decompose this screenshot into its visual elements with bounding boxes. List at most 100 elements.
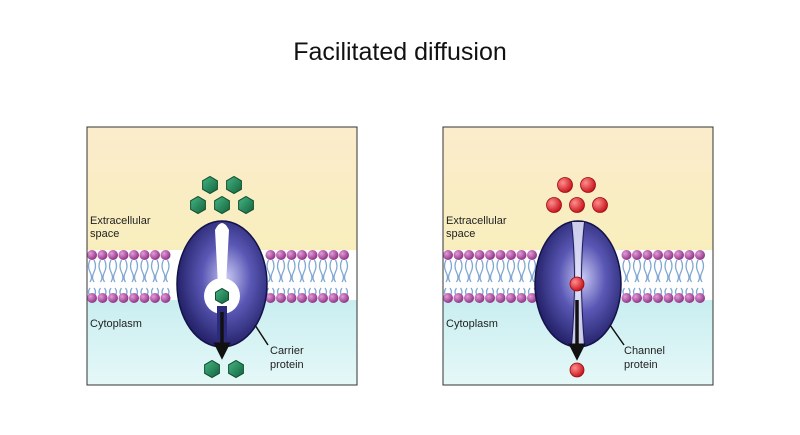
lipid-tail: [668, 259, 673, 283]
lipid-tail: [333, 259, 338, 283]
sphere-molecules-outside: [546, 177, 608, 213]
lipid-head: [516, 293, 527, 303]
lipid-head: [527, 250, 537, 260]
lipid-head: [516, 250, 527, 260]
lipid-head: [674, 293, 684, 303]
lipid-tail: [674, 259, 680, 283]
lipid-tail: [133, 259, 139, 283]
lipid-tail: [664, 259, 669, 283]
lipid-tail: [527, 259, 533, 283]
lipid-head: [653, 293, 663, 303]
lipid-tail: [161, 259, 166, 283]
lipid-head: [474, 293, 485, 303]
lipid-tail: [312, 259, 317, 283]
lipid-tail: [129, 259, 135, 283]
lipid-tail: [464, 259, 470, 283]
lipid-head: [160, 250, 171, 260]
lipid-tail: [119, 259, 124, 283]
hexagon-molecule: [214, 195, 230, 215]
lipid-tail: [102, 259, 107, 283]
hexagon-molecule: [202, 175, 218, 195]
carrier-protein-label-line2: protein: [270, 359, 304, 371]
lipid-tail: [479, 259, 484, 283]
lipid-tail: [521, 259, 526, 283]
sphere-molecule: [557, 177, 573, 193]
lipid-head: [139, 250, 150, 260]
hexagon-molecule: [215, 287, 229, 305]
sphere-molecule: [569, 276, 585, 292]
lipid-head: [642, 250, 653, 260]
lipid-head: [506, 293, 516, 303]
lipid-tail: [291, 259, 296, 283]
carrier-protein-label-line1: Carrier: [270, 345, 304, 357]
lipid-tail: [647, 259, 652, 283]
lipid-tail: [154, 259, 160, 283]
sphere-molecule-in-channel: [569, 276, 585, 292]
lipid-head: [160, 293, 171, 303]
lipid-head: [684, 250, 695, 260]
lipid-tail: [339, 259, 345, 283]
lipid-head: [464, 250, 474, 260]
lipid-tail: [622, 259, 627, 283]
lipid-tail: [496, 259, 501, 283]
lipid-tail: [695, 259, 701, 283]
lipid-tail: [98, 259, 103, 283]
lipid-head: [129, 293, 139, 303]
lipid-head: [129, 250, 139, 260]
lipid-head: [485, 250, 495, 260]
lipid-head: [653, 250, 663, 260]
lipid-tail: [297, 259, 303, 283]
lipid-bilayer: [87, 250, 349, 303]
lipid-tail: [454, 259, 459, 283]
label-pointer-line: [254, 324, 269, 346]
lipid-head: [695, 250, 705, 260]
lipid-tail: [458, 259, 463, 283]
lipid-head: [307, 293, 318, 303]
lipid-tail: [485, 259, 491, 283]
lipid-head: [642, 293, 653, 303]
sphere-molecule: [569, 362, 585, 378]
lipid-head: [684, 293, 695, 303]
lipid-head: [339, 293, 349, 303]
lipid-head: [443, 250, 453, 260]
lipid-head: [485, 293, 495, 303]
channel-panel: [442, 126, 714, 386]
hexagon-molecules-inside: [204, 359, 244, 379]
lipid-head: [318, 293, 328, 303]
hexagon-molecule: [226, 175, 242, 195]
hexagon-molecule-bound: [215, 287, 229, 305]
lipid-tail: [447, 259, 453, 283]
lipid-bilayer: [443, 250, 705, 303]
lipid-head: [695, 293, 705, 303]
lipid-tail: [165, 259, 170, 283]
lipid-tail: [108, 259, 114, 283]
lipid-head: [307, 250, 318, 260]
lipid-head: [495, 293, 506, 303]
lipid-tail: [653, 259, 659, 283]
lipid-head: [139, 293, 150, 303]
lipid-tail: [343, 259, 349, 283]
lipid-tail: [266, 259, 271, 283]
lipid-tail: [123, 259, 128, 283]
lipid-head: [663, 293, 674, 303]
lipid-head: [276, 250, 286, 260]
lipid-head: [328, 293, 339, 303]
lipid-tail: [657, 259, 663, 283]
lipid-head: [297, 250, 307, 260]
lipid-tail: [443, 259, 449, 283]
lipid-tail: [636, 259, 642, 283]
sphere-molecule-inside: [569, 362, 585, 378]
lipid-head: [150, 250, 160, 260]
hexagon-molecule: [204, 359, 220, 379]
lipid-head: [87, 293, 97, 303]
channel-protein-label-line1: Channel: [624, 345, 665, 357]
lipid-tail: [112, 259, 118, 283]
sphere-molecule: [592, 197, 608, 213]
lipid-head: [621, 293, 632, 303]
cytoplasm-label: Cytoplasm: [90, 318, 142, 330]
lipid-head: [297, 293, 307, 303]
panel-border: [442, 126, 714, 386]
lipid-tail: [329, 259, 334, 283]
hexagon-molecule: [238, 195, 254, 215]
